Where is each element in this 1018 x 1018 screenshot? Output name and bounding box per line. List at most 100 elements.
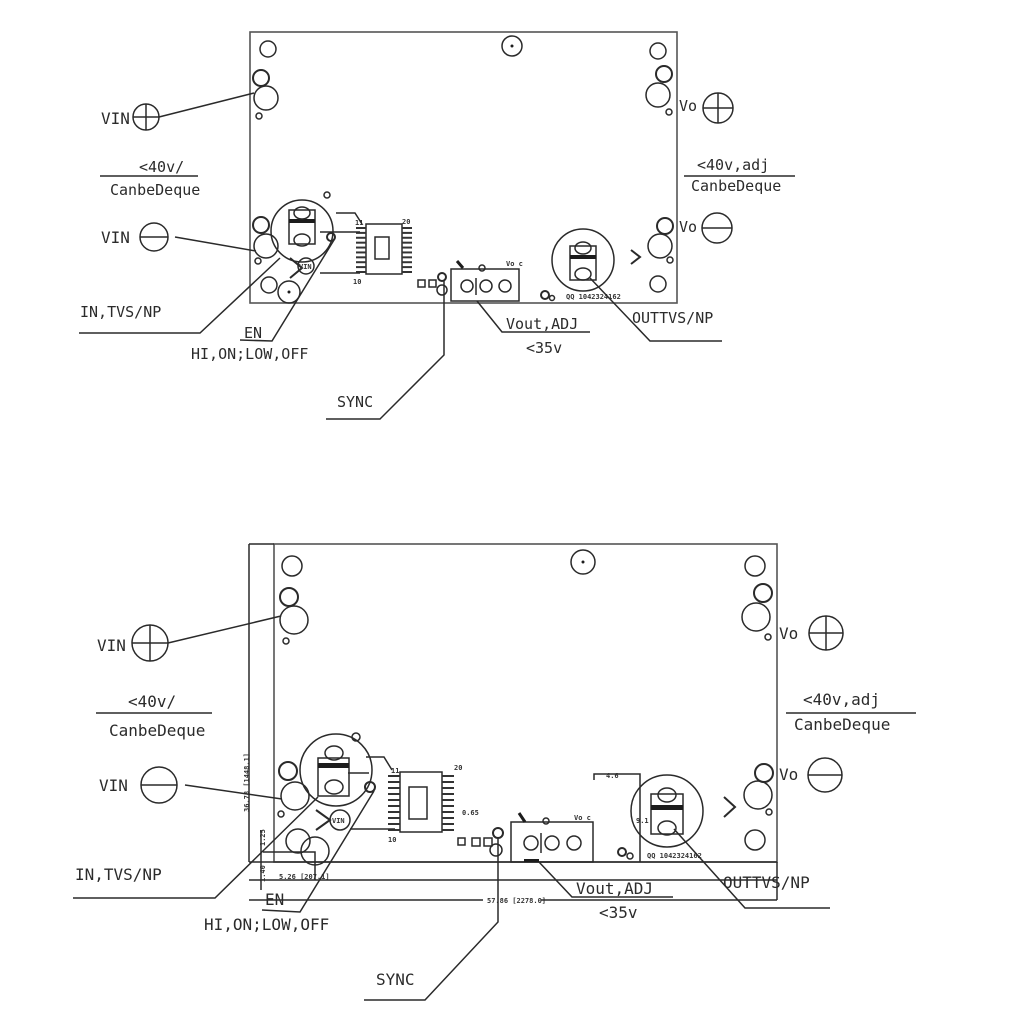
- ic-pin: [388, 799, 400, 801]
- ic-pin: [356, 271, 366, 273]
- bottom-tvs-dim-bracket: [593, 773, 641, 862]
- top-output-tvs-body: [569, 245, 597, 281]
- bottom-sync-label: SYNC: [376, 970, 415, 989]
- top-mount-hole-center-dot: [510, 44, 514, 48]
- bottom-vout-connector: [510, 821, 594, 863]
- bottom-vin-plus-pad-small: [279, 587, 299, 607]
- top-minus-icon: [139, 222, 169, 252]
- top-output-rating-top: <40v,adj: [697, 156, 769, 174]
- ic-pin: [388, 823, 400, 825]
- top-vout-adj-label: Vout,ADJ: [506, 315, 578, 333]
- bottom-pcb-diagram: VIN 20 11 10 0.65 Vo c: [73, 543, 916, 1001]
- bottom-dim-height: 36.78 [1448.1]: [243, 753, 251, 812]
- top-fiducial-b: [548, 294, 556, 302]
- top-output-tvs-band: [570, 255, 596, 259]
- bottom-mount-hole-tr: [744, 555, 766, 577]
- ic-pin: [442, 775, 454, 777]
- top-out-tvs-label: OUTTVS/NP: [632, 309, 713, 327]
- bottom-vo-plus-label: Vo: [779, 624, 798, 643]
- top-vo-minus-label: Vo: [679, 218, 697, 236]
- bottom-vo-plus-icon: [808, 615, 844, 651]
- ic-pin: [402, 256, 412, 259]
- top-vin-plus-pad: [253, 85, 279, 111]
- bottom-input-rating-bottom: CanbeDeque: [109, 721, 205, 740]
- ic-pin: [442, 805, 454, 807]
- ic-pin: [388, 793, 400, 795]
- bottom-output-tvs-outline: [630, 774, 704, 848]
- bottom-fiducial-b: [626, 852, 634, 860]
- top-smd-b: [428, 279, 437, 288]
- top-en-leader: [239, 239, 335, 342]
- top-vin-minus-pad-small: [252, 216, 270, 234]
- bottom-in-tvs-leader: [73, 796, 319, 899]
- top-via: [323, 191, 331, 199]
- ic-pin: [356, 251, 366, 254]
- top-input-tvs-outline: [270, 199, 334, 263]
- ic-pin: [442, 799, 454, 801]
- bottom-connector-pin-1: [523, 835, 539, 851]
- top-chevron-icon: [630, 249, 642, 265]
- ic-pin: [356, 261, 366, 264]
- top-mount-hole-tl: [259, 40, 277, 58]
- top-vo-plus-icon: [702, 92, 734, 124]
- top-output-tvs-pad-b: [574, 267, 592, 281]
- bottom-vo-plus-pad: [741, 602, 771, 632]
- bottom-via: [351, 732, 361, 742]
- bottom-dim-tvs-height: 9.1: [636, 817, 649, 825]
- top-in-tvs-label: IN,TVS/NP: [80, 303, 161, 321]
- bottom-vin-marker-circle: [329, 809, 351, 831]
- bottom-smd-a: [457, 837, 466, 846]
- bottom-input-tvs-pad-b: [324, 779, 344, 795]
- bottom-output-tvs-pad-b: [657, 820, 677, 836]
- ic-pin: [442, 811, 454, 813]
- top-output-rating-bottom: CanbeDeque: [691, 177, 781, 195]
- top-sync-leader: [326, 281, 445, 420]
- bottom-out-tvs-label: OUTTVS/NP: [723, 873, 810, 892]
- bottom-dim-offset: 5.26 [207.1]: [279, 873, 330, 881]
- top-mount-hole-center: [501, 35, 523, 57]
- ic-pin: [402, 227, 412, 229]
- ic-pin: [388, 811, 400, 813]
- bottom-ic-leader: [366, 756, 393, 771]
- bottom-ic-chip: 20 11 10 0.65: [350, 756, 479, 844]
- top-vin-plus-leader: [158, 92, 255, 118]
- bottom-mount-hole-br: [744, 829, 766, 851]
- bottom-dim-tvs-width: 4.6: [606, 772, 619, 780]
- bottom-connector-pin-3: [566, 835, 582, 851]
- bottom-mount-hole-center-dot: [581, 560, 585, 564]
- top-vo-minus-pad: [647, 233, 673, 259]
- top-in-tvs-leader: [79, 257, 281, 334]
- top-output-tvs-pad-a: [574, 241, 592, 255]
- bottom-vin-marker-label: VIN: [332, 817, 345, 825]
- top-vin-plus-label: VIN: [101, 109, 130, 128]
- bottom-vo-plus-pad-small: [753, 583, 773, 603]
- top-sync-label: SYNC: [337, 393, 373, 411]
- top-board-outline: [249, 31, 678, 304]
- bottom-dim-offset-leader: [263, 851, 316, 880]
- ic-pin: [356, 266, 366, 269]
- ic-pin: [388, 817, 400, 819]
- bottom-output-tvs-body: [650, 793, 684, 835]
- bottom-vo-minus-pad-small: [754, 763, 774, 783]
- top-pad-b-dot: [287, 290, 291, 294]
- bottom-en-leader: [261, 790, 375, 913]
- top-ic-pin-11: 11: [355, 219, 363, 227]
- top-ic-pin-10: 10: [353, 278, 361, 286]
- bottom-sync-pad-b: [489, 843, 503, 857]
- top-fiducial: [540, 290, 550, 300]
- bottom-en-states-label: HI,ON;LOW,OFF: [204, 915, 329, 934]
- top-ic-pin-20: 20: [402, 218, 410, 226]
- bottom-ic-pin-10: 10: [388, 836, 396, 844]
- bottom-smd-c: [483, 837, 493, 847]
- top-en-states-label: HI,ON;LOW,OFF: [191, 345, 308, 363]
- top-vo-plus-pad: [645, 82, 671, 108]
- top-vout-limit-label: <35v: [526, 339, 562, 357]
- bottom-connector-label: Vo c: [574, 814, 591, 822]
- top-vin-minus-pad: [253, 233, 279, 259]
- bottom-input-tvs-band: [318, 763, 349, 768]
- top-ic-pins-left: [356, 227, 366, 273]
- top-vin-marker-label: VIN: [299, 263, 312, 271]
- bottom-part-number: QQ 1042324162: [647, 852, 702, 860]
- top-en-pad: [326, 232, 336, 242]
- bottom-ic-pin-11: 11: [391, 767, 399, 775]
